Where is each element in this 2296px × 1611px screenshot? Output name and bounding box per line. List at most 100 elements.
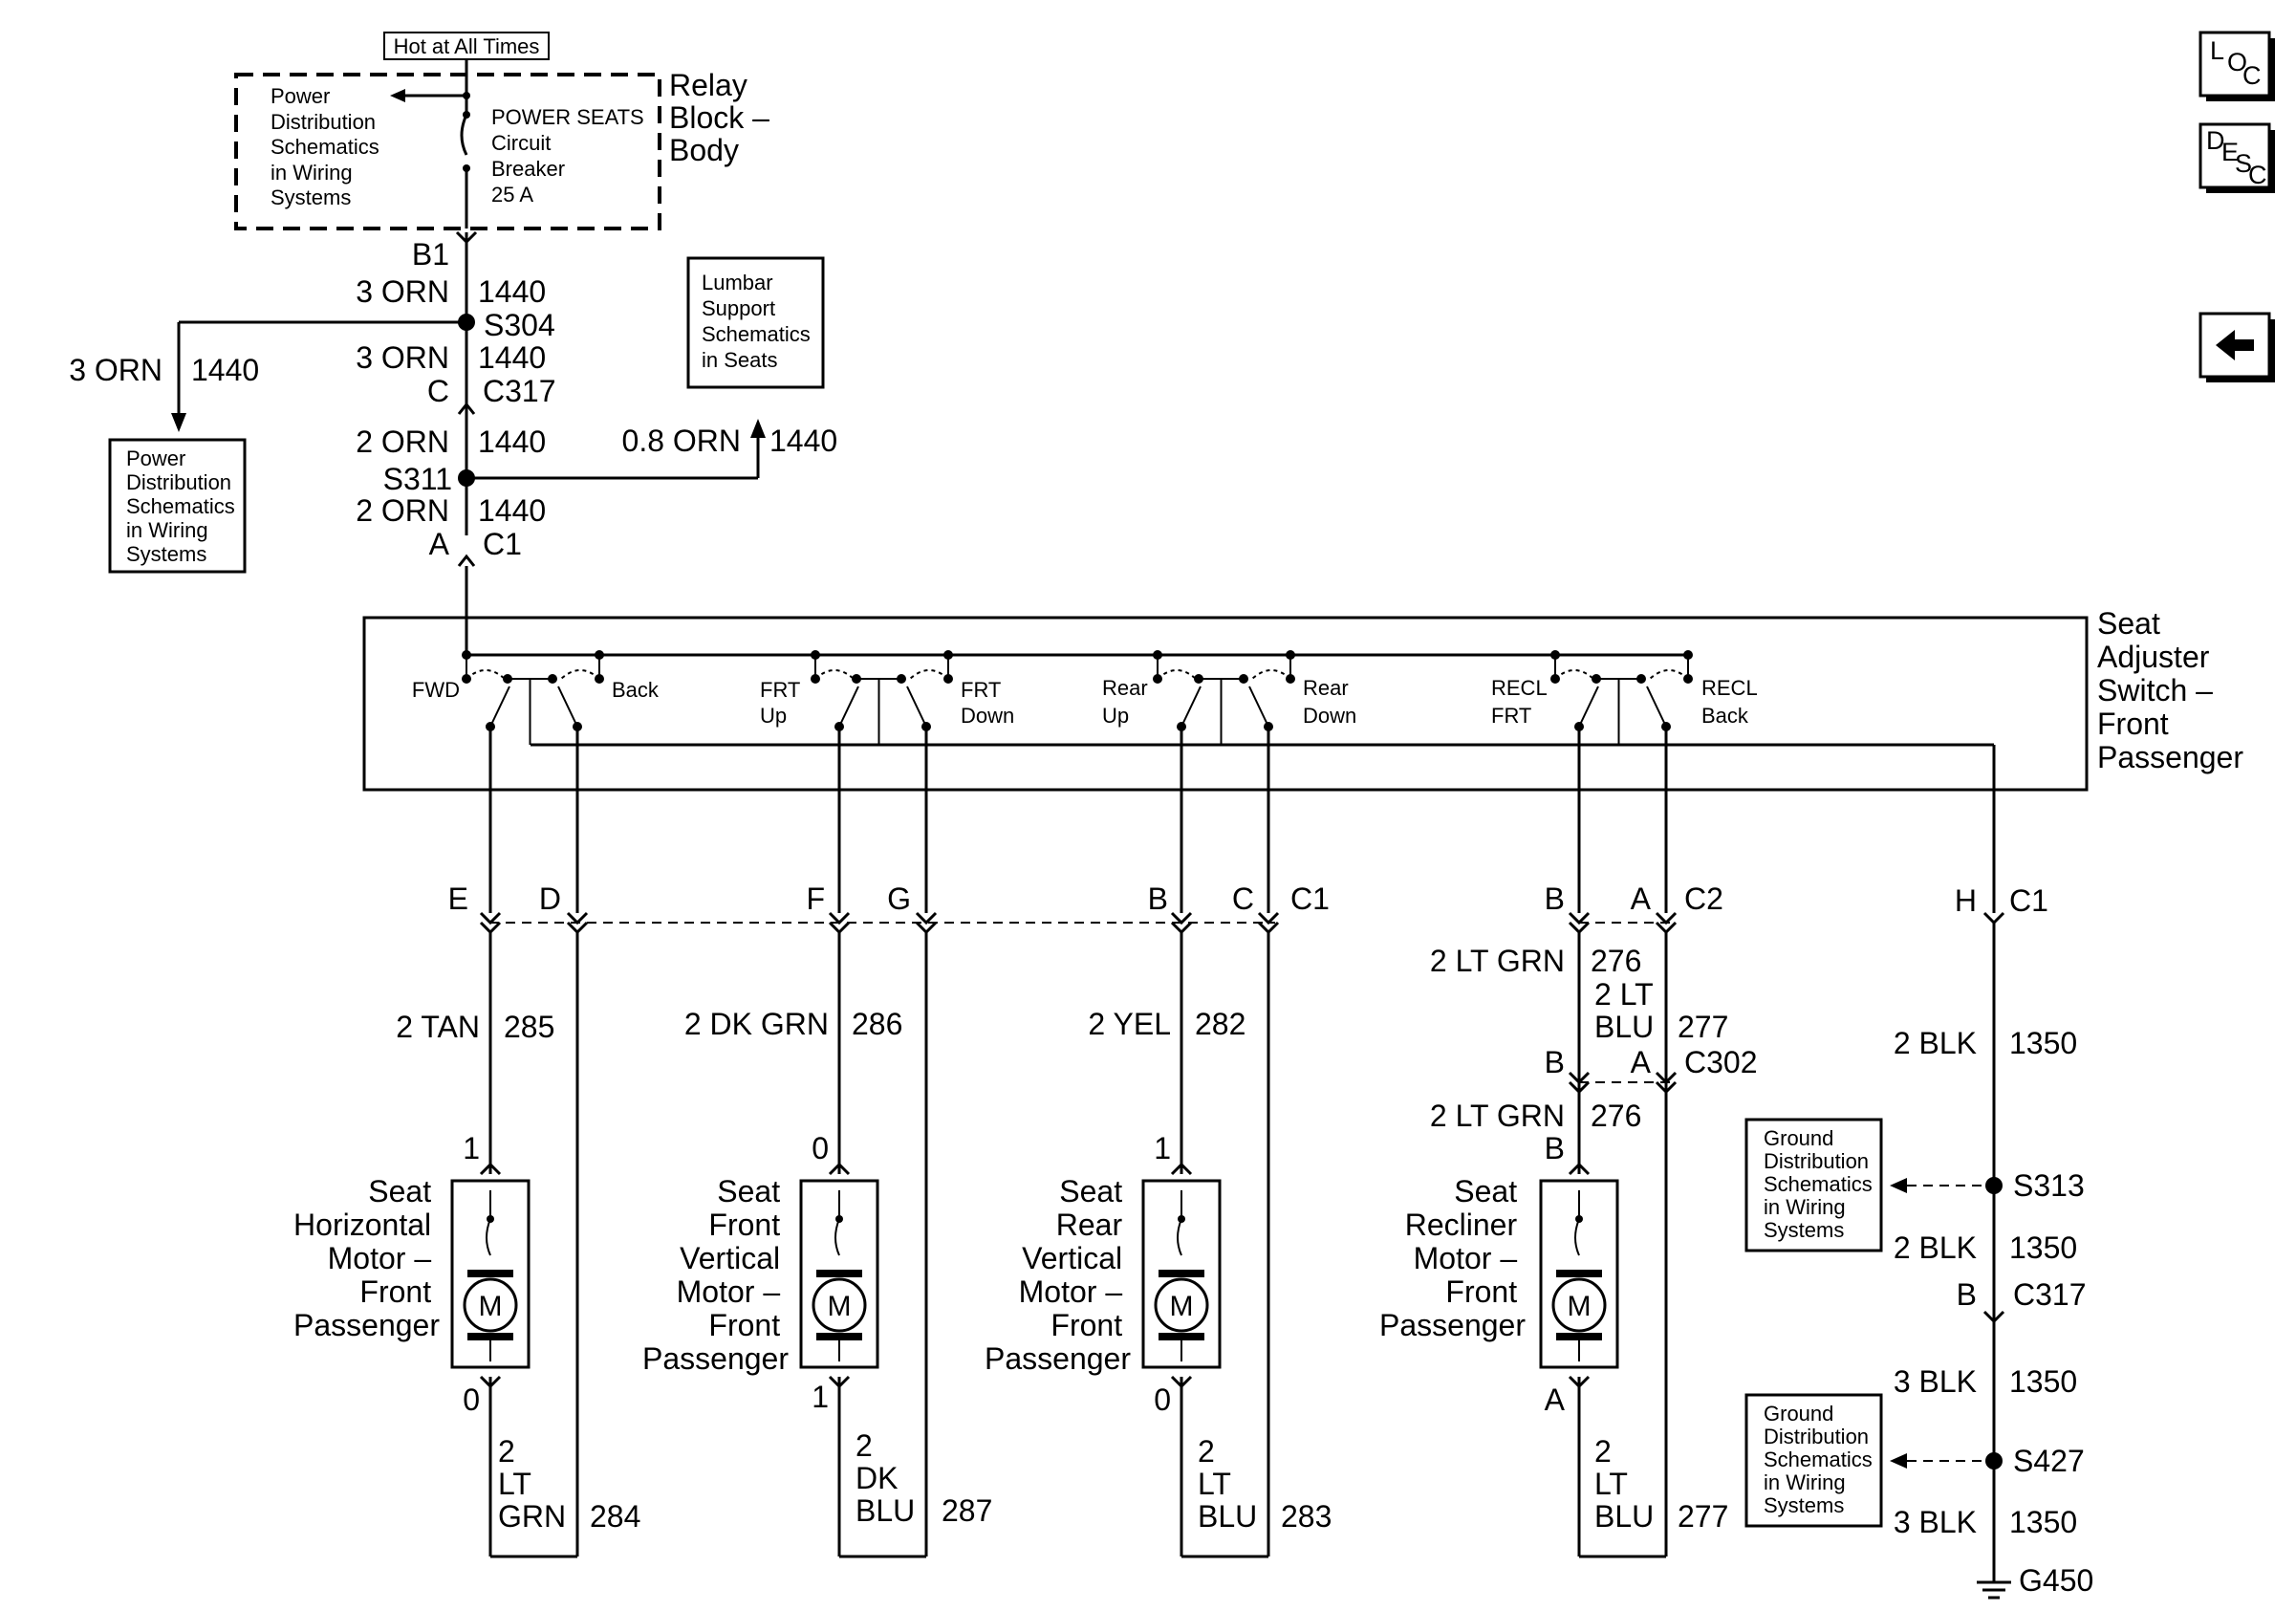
ground-dist-ref-box (1744, 1118, 1883, 1252)
contact-arc (1251, 669, 1291, 680)
switch-name: Seat Adjuster Switch – Front Passenger (2097, 606, 2243, 774)
svg-text:0: 0 (1154, 1382, 1171, 1417)
motor-pin-chevron (828, 1162, 851, 1176)
motor-brush (1159, 1333, 1204, 1340)
relay-block: Hot at All Times Power Distribution Sche… (234, 32, 769, 230)
motor-pin-chevron (1170, 1375, 1193, 1389)
motor-circuit-1: M (450, 911, 589, 1558)
ground-dist-ref-box-2 (1744, 1393, 1883, 1528)
svg-text:2 ORN: 2 ORN (356, 425, 449, 459)
contact-dot (1636, 674, 1646, 684)
motor-circuit-3: M (1141, 911, 1280, 1558)
svg-text:1350: 1350 (2009, 1364, 2077, 1399)
svg-text:276: 276 (1591, 944, 1641, 978)
svg-text:2 BLK: 2 BLK (1894, 1230, 1977, 1265)
connector-row: E D F G B C C1 B A C2 H C1 (448, 882, 2048, 924)
contact-dot (1575, 1215, 1583, 1223)
svg-text:C1: C1 (1290, 882, 1330, 916)
switch-contacts (462, 650, 1693, 913)
breaker-label: POWER SEATS Circuit Breaker 25 A (491, 105, 650, 207)
arrow-left-icon (1890, 1178, 1907, 1193)
svg-text:2 LT GRN: 2 LT GRN (1430, 944, 1565, 978)
svg-text:1: 1 (463, 1131, 480, 1165)
svg-text:0: 0 (812, 1131, 829, 1165)
motor-name: Seat Horizontal Motor – Front Passenger (293, 1174, 440, 1342)
svg-text:A: A (1631, 882, 1652, 916)
motor-pin-chevron (1568, 1375, 1591, 1389)
svg-text:C317: C317 (2013, 1277, 2087, 1312)
loc-button[interactable]: L O C (2199, 31, 2275, 101)
switch-blade (1646, 686, 1667, 728)
svg-text:B: B (1545, 1045, 1565, 1079)
contact-arc (1157, 669, 1197, 680)
svg-text:2 BLK: 2 BLK (1894, 1026, 1977, 1060)
motor-box (799, 1179, 879, 1369)
switch-blade (838, 686, 859, 728)
motor-brush (467, 1270, 513, 1277)
motor-name: Seat Recliner Motor – Front Passenger (1379, 1174, 1526, 1342)
svg-text:1: 1 (1154, 1131, 1171, 1165)
seat-adjuster-switch: Seat Adjuster Switch – Front Passenger F… (362, 566, 2243, 913)
feed-circuit: B1 3 ORN 1440 S304 3 ORN 1440 Power Dist… (69, 230, 837, 574)
motor-recliner: 2 LT GRN 276 2 LT BLU 277 B A C302 2 LT … (1379, 944, 1757, 1534)
svg-text:2 LT BLU: 2 LT BLU (1594, 977, 1661, 1044)
contact-arc (814, 669, 855, 680)
motor-box (1539, 1179, 1619, 1369)
switch-section-1 (462, 650, 604, 913)
svg-text:1350: 1350 (2009, 1230, 2077, 1265)
desc-button[interactable]: D E S C (2199, 122, 2275, 193)
svg-text:1350: 1350 (2009, 1505, 2077, 1539)
motor-pin-chevron (479, 1162, 502, 1176)
svg-text:A: A (1631, 1045, 1652, 1079)
svg-text:1440: 1440 (478, 340, 546, 375)
arrow-left-icon (390, 89, 405, 102)
svg-text:2 LT GRN: 2 LT GRN (498, 1434, 566, 1534)
motor-m-icon: M (479, 1291, 503, 1322)
power-dist-label: Power Distribution Schematics in Wiring … (271, 84, 385, 209)
svg-text:Ground Distribution: Ground Distribution Schematics in Wiring… (1764, 1126, 1878, 1242)
svg-text:S311: S311 (383, 462, 452, 496)
svg-text:H: H (1955, 883, 1977, 918)
ground-icon (1977, 1580, 2011, 1600)
motor-icon (812, 1277, 867, 1333)
svg-text:287: 287 (942, 1493, 992, 1528)
motor-brush (816, 1270, 862, 1277)
svg-text:1: 1 (812, 1380, 829, 1414)
switch-outline (362, 616, 2089, 792)
contact-arc (1649, 669, 1689, 680)
connector-c317 (1982, 1310, 2005, 1324)
contact-dot (1194, 674, 1203, 684)
svg-text:1350: 1350 (2009, 1026, 2077, 1060)
svg-text:S313: S313 (2013, 1168, 2085, 1203)
svg-text:C317: C317 (483, 374, 556, 408)
circuit-breaker-icon (460, 114, 468, 156)
hot-at-all-times-label: Hot at All Times (394, 34, 540, 58)
motor-pin-chevron (828, 1375, 851, 1389)
motor-internal-wire (834, 1190, 840, 1256)
contact-dot (1178, 1215, 1185, 1223)
motor-brush (1556, 1270, 1602, 1277)
svg-text:1440: 1440 (769, 424, 837, 458)
svg-text:3 BLK: 3 BLK (1894, 1505, 1977, 1539)
motor-box (1141, 1179, 1222, 1369)
switch-section-2 (811, 650, 953, 913)
svg-text:2 ORN: 2 ORN (356, 493, 449, 528)
motor-icon (1154, 1277, 1209, 1333)
svg-text:Ground Distribution: Ground Distribution Schematics in Wiring… (1764, 1402, 1878, 1517)
svg-text:D E S C: D E S C (2206, 126, 2267, 189)
motor-m-icon: M (828, 1291, 852, 1322)
svg-text:E: E (448, 882, 468, 916)
svg-text:C1: C1 (483, 527, 522, 561)
motor-internal-wire (1177, 1190, 1182, 1256)
svg-text:283: 283 (1281, 1499, 1332, 1534)
back-button[interactable] (2199, 312, 2275, 382)
ground-circuit: 2 BLK 1350 S313 Ground Distribution Sche… (1744, 911, 2093, 1600)
relay-block-outline (234, 73, 661, 230)
svg-text:F: F (806, 882, 825, 916)
motor-internal-wire (1574, 1190, 1580, 1256)
connector-c302 (1568, 1071, 1678, 1095)
contact-dot (503, 674, 512, 684)
contact-arc (1554, 669, 1594, 680)
